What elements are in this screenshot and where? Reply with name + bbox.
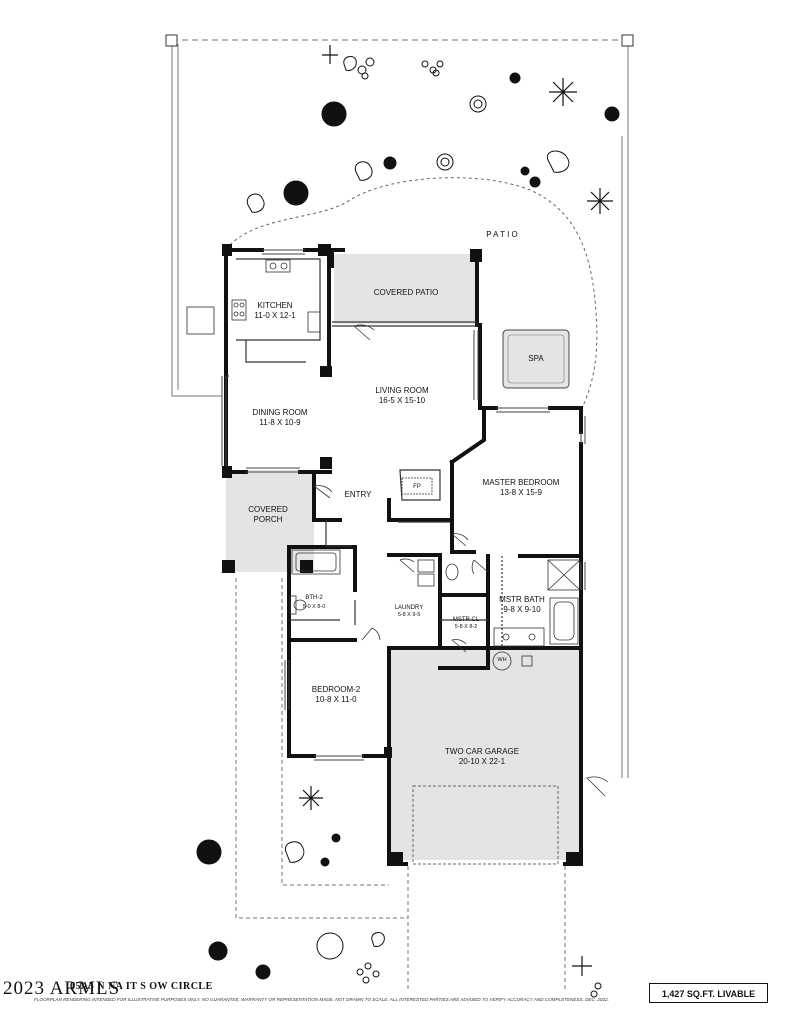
kitchen-name: KITCHEN	[257, 301, 293, 310]
fireplace	[401, 477, 433, 495]
patio-outline	[229, 177, 598, 409]
address: 65A5 N NA IT S OW CIRCLE	[70, 981, 213, 992]
bath-fixtures	[289, 549, 581, 647]
sqft-box: 1,427 SQ.FT. LIVABLE	[649, 983, 768, 1003]
gray-floors	[226, 254, 581, 860]
dining-room-dims: 11-8 X 10-9	[259, 418, 301, 427]
driveway	[235, 578, 566, 990]
spa-name: SPA	[528, 354, 544, 363]
spa-inner	[507, 334, 565, 384]
bedroom2-name: BEDROOM-2	[311, 685, 361, 694]
disclaimer: FLOORPLAN RENDERING INTENDED FOR ILLUSTR…	[34, 997, 609, 1002]
garage-name: TWO CAR GARAGE	[444, 747, 520, 756]
garage-dims: 20-10 X 22-1	[458, 757, 506, 766]
master-closet-dims: 5-8 X 8-2	[454, 624, 478, 630]
watermark: 2023 ARMLS	[3, 978, 121, 999]
master-closet-name: MSTR CL	[452, 617, 480, 623]
master-bath-dims: 9-8 X 9-10	[503, 605, 541, 614]
master-bedroom-name: MASTER BEDROOM	[482, 478, 560, 487]
door-swings	[313, 324, 609, 797]
fireplace-label: FP	[413, 484, 421, 490]
covered-porch-name2: PORCH	[253, 515, 283, 524]
kitchen-fixtures	[231, 259, 321, 333]
landscape-plants	[196, 45, 620, 998]
utility-box	[521, 655, 533, 667]
master-bedroom-dims: 13-8 X 15-9	[500, 488, 542, 497]
living-room-dims: 16-5 X 15-10	[378, 396, 426, 405]
patio-name: P A T I O	[486, 230, 518, 239]
covered-patio-name: COVERED PATIO	[373, 288, 439, 297]
thin-walls	[226, 258, 503, 648]
bedroom2-dims: 10-8 X 11-0	[315, 695, 357, 704]
spa-outline	[502, 329, 570, 389]
garage-door	[412, 785, 559, 865]
windows	[221, 249, 586, 761]
covered-porch-name: COVERED	[248, 505, 288, 514]
dining-room-name: DINING ROOM	[252, 408, 308, 417]
entry-label: ENTRY	[344, 490, 372, 499]
posts	[222, 244, 581, 866]
ac-pad	[186, 306, 215, 335]
water-heater	[492, 651, 512, 671]
water-heater-label: WH	[497, 657, 507, 663]
kitchen-dims: 11-0 X 12-1	[254, 311, 296, 320]
master-bath-name: MSTR BATH	[499, 595, 545, 604]
living-room-name: LIVING ROOM	[375, 386, 429, 395]
laundry-dims: 5-8 X 9-5	[397, 612, 421, 618]
bath2-name: BTH-2	[305, 595, 323, 601]
bath2-dims: 5-0 X 8-0	[302, 604, 326, 610]
lot-boundary	[165, 34, 634, 778]
laundry-name: LAUNDRY	[394, 605, 424, 611]
